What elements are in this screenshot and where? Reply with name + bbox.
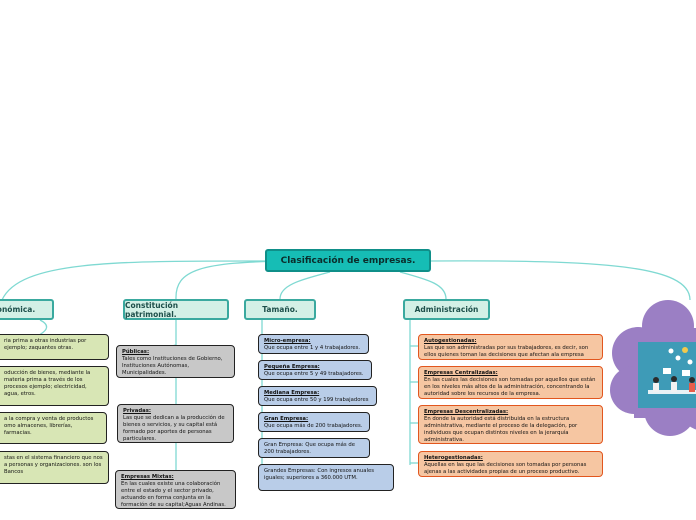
admin-heterogestionadas-title: Heterogestionadas: xyxy=(424,455,483,461)
economica-item-3-text: a la compra y venta de productos omo alm… xyxy=(4,416,94,436)
tamano-gran-title: Gran Empresa: xyxy=(264,416,309,422)
patrimonial-mixtas-desc: En las cuales existe una colaboración en… xyxy=(121,480,226,508)
patrimonial-mixtas[interactable]: Empresas Mixtas: En las cuales existe un… xyxy=(115,470,236,509)
tamano-mediana-title: Mediana Empresa: xyxy=(264,390,320,396)
patrimonial-privadas[interactable]: Privadas: Las que se dedican a la produc… xyxy=(117,404,234,443)
category-tamano[interactable]: Tamaño. xyxy=(244,299,316,320)
tamano-gran[interactable]: Gran Empresa: Que ocupa más de 200 traba… xyxy=(258,412,370,432)
tamano-micro[interactable]: Micro-empresa: Que ocupa entre 1 y 4 tra… xyxy=(258,334,369,354)
tamano-mediana[interactable]: Mediana Empresa: Que ocupa entre 50 y 19… xyxy=(258,386,377,406)
tamano-micro-title: Micro-empresa: xyxy=(264,338,311,344)
tamano-gran-2[interactable]: Gran Empresa: Que ocupa más de 200 traba… xyxy=(258,438,370,458)
category-tamano-label: Tamaño. xyxy=(262,305,298,314)
admin-centralizadas-desc: En las cuales las decisiones son tomadas… xyxy=(424,376,596,397)
tamano-micro-desc: Que ocupa entre 1 y 4 trabajadores. xyxy=(264,344,361,351)
connector-tamano xyxy=(279,271,331,300)
tamano-grandes[interactable]: Grandes Empresas: Con ingresos anuales i… xyxy=(258,464,394,491)
category-patrimonial[interactable]: Constitución patrimonial. xyxy=(123,299,229,320)
economica-item-4-text: stas en el sistema financiero que nos a … xyxy=(4,455,103,475)
admin-heterogestionadas[interactable]: Heterogestionadas: Aquellas en las que l… xyxy=(418,451,603,477)
category-administracion[interactable]: Administración xyxy=(403,299,490,320)
teamwork-image xyxy=(638,342,696,408)
patrimonial-privadas-desc: Las que se dedican a la producción de bi… xyxy=(123,414,225,442)
economica-item-4[interactable]: stas en el sistema financiero que nos a … xyxy=(0,451,109,484)
patrimonial-publicas-title: Públicas: xyxy=(122,349,150,355)
economica-item-2-text: oducción de bienes, mediante la materia … xyxy=(4,370,91,397)
patrimonial-mixtas-title: Empresas Mixtas: xyxy=(121,474,174,480)
category-patrimonial-label: Constitución patrimonial. xyxy=(125,300,179,319)
admin-autogestionadas[interactable]: Autogestionadas: Las que son administrad… xyxy=(418,334,603,360)
admin-autogestionadas-desc: Las que son administradas por sus trabaj… xyxy=(424,344,589,358)
root-title: Clasificación de empresas. xyxy=(280,255,416,266)
economica-item-2[interactable]: oducción de bienes, mediante la materia … xyxy=(0,366,109,406)
connector-illustration xyxy=(430,260,691,301)
category-administracion-label: Administración xyxy=(414,305,479,314)
patrimonial-publicas-desc: Tales como Instituciones de Gobierno, In… xyxy=(122,355,223,376)
admin-centralizadas[interactable]: Empresas Centralizadas: En las cuales la… xyxy=(418,366,603,399)
patrimonial-publicas[interactable]: Públicas: Tales como Instituciones de Go… xyxy=(116,345,235,378)
economica-item-1[interactable]: ria prima a otras industrias por ejemplo… xyxy=(0,334,109,360)
patrimonial-privadas-title: Privadas: xyxy=(123,408,151,414)
tamano-pequena[interactable]: Pequeña Empresa: Que ocupa entre 5 y 49 … xyxy=(258,360,372,380)
admin-centralizadas-title: Empresas Centralizadas: xyxy=(424,370,498,376)
root-node[interactable]: Clasificación de empresas. xyxy=(265,249,431,272)
admin-autogestionadas-title: Autogestionadas: xyxy=(424,338,477,344)
admin-descentralizadas-desc: En donde la autoridad está distribuida e… xyxy=(424,415,578,443)
tamano-grandes-desc: Grandes Empresas: Con ingresos anuales i… xyxy=(264,468,375,481)
tamano-mediana-desc: Que ocupa entre 50 y 199 trabajadores xyxy=(264,396,369,403)
tamano-pequena-desc: Que ocupa entre 5 y 49 trabajadores. xyxy=(264,370,364,377)
admin-descentralizadas-title: Empresas Descentralizadas: xyxy=(424,409,509,415)
category-economica-label: onómica. xyxy=(0,305,36,314)
category-economica[interactable]: onómica. xyxy=(0,299,54,320)
connector-economica xyxy=(1,260,266,301)
connector-patrimonial xyxy=(175,260,291,300)
tamano-pequena-title: Pequeña Empresa: xyxy=(264,364,320,370)
economica-item-3[interactable]: a la compra y venta de productos omo alm… xyxy=(0,412,107,444)
tamano-gran-2-desc: Gran Empresa: Que ocupa más de 200 traba… xyxy=(264,442,355,455)
economica-item-1-text: ria prima a otras industrias por ejemplo… xyxy=(4,338,87,351)
connector-administracion xyxy=(399,271,447,300)
admin-heterogestionadas-desc: Aquellas en las que las decisiones son t… xyxy=(424,461,587,475)
tamano-gran-desc: Que ocupa más de 200 trabajadores. xyxy=(264,422,363,429)
admin-descentralizadas[interactable]: Empresas Descentralizadas: En donde la a… xyxy=(418,405,603,444)
